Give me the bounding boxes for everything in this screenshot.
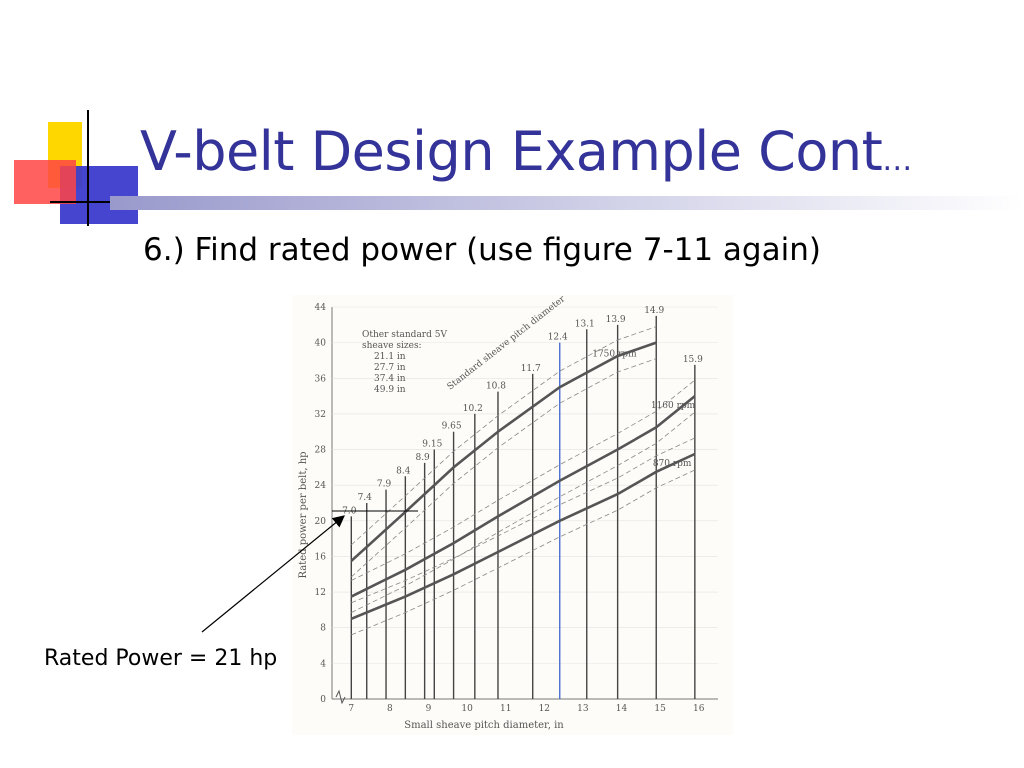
bullet-text: 6.) Find rated power (use figure 7-11 ag… [143, 232, 821, 268]
series-line [350, 341, 657, 562]
sheave-size-label: 13.9 [606, 315, 626, 325]
y-tick-label: 12 [315, 588, 326, 598]
y-tick-label: 20 [315, 517, 327, 527]
other-sizes-line: Other standard 5V [362, 330, 447, 340]
y-tick-label: 36 [315, 374, 327, 384]
y-tick-label: 28 [315, 446, 327, 456]
y-tick-label: 44 [315, 303, 327, 313]
figure-background [292, 295, 733, 735]
slide-title: V-belt Design Example Cont… [140, 120, 912, 183]
sheave-size-label: 9.15 [422, 440, 442, 450]
y-tick-label: 40 [315, 339, 327, 349]
series-line [350, 395, 696, 598]
series-name-label: 870 rpm [653, 459, 692, 469]
title-underline [110, 196, 1024, 210]
y-tick-label: 0 [320, 695, 326, 705]
sheave-size-label: 14.9 [644, 306, 664, 316]
series-lower-bound [351, 469, 696, 636]
other-sizes-line: sheave sizes: [362, 341, 422, 351]
y-tick-label: 32 [315, 410, 326, 420]
sheave-size-label: 8.9 [415, 453, 430, 463]
slide-logo-icon [14, 110, 138, 226]
x-tick-label: 10 [461, 704, 473, 714]
sheave-size-label: 7.0 [342, 506, 357, 516]
x-tick-label: 15 [654, 704, 666, 714]
y-tick-label: 24 [315, 481, 327, 491]
rated-power-annotation: Rated Power = 21 hp [44, 646, 278, 671]
slide-title-ellipsis: … [882, 143, 912, 178]
x-tick-label: 8 [387, 704, 393, 714]
series-lower-bound [351, 411, 696, 613]
y-tick-label: 4 [320, 659, 326, 669]
x-tick-label: 12 [539, 704, 550, 714]
sheave-size-label: 10.8 [486, 382, 506, 392]
sheave-size-label: 12.4 [548, 333, 568, 343]
other-sizes-line: 37.4 in [374, 374, 406, 384]
sheave-size-label: 11.7 [521, 364, 541, 374]
series-upper-bound [351, 326, 657, 546]
x-tick-label: 14 [616, 704, 628, 714]
y-axis-label: Rated power per belt, hp [298, 451, 309, 578]
sheave-size-label: 8.4 [396, 466, 411, 476]
x-tick-label: 13 [577, 704, 589, 714]
sheave-size-label: 13.1 [575, 319, 595, 329]
x-tick-label: 11 [500, 704, 511, 714]
x-tick-label: 7 [348, 704, 354, 714]
other-sizes-line: 27.7 in [374, 363, 406, 373]
sheave-size-label: 7.4 [358, 493, 373, 503]
slide-title-text: V-belt Design Example Cont [140, 120, 883, 183]
series-lower-bound [351, 358, 657, 578]
series-upper-bound [351, 379, 696, 581]
other-sizes-line: 49.9 in [374, 385, 406, 395]
sheave-size-label: 7.9 [377, 480, 392, 490]
x-tick-label: 9 [426, 704, 432, 714]
y-tick-label: 8 [320, 624, 326, 634]
sheave-size-label: 10.2 [463, 404, 483, 414]
series-line [350, 452, 696, 621]
sheave-size-label: 9.65 [442, 422, 462, 432]
sheave-size-label: 15.9 [683, 355, 703, 365]
axis-break-mark [335, 689, 346, 705]
x-tick-label: 16 [693, 704, 705, 714]
series-name-label: 1160 rpm [651, 401, 696, 411]
x-axis-label: Small sheave pitch diameter, in [404, 720, 564, 731]
other-sizes-line: 21.1 in [374, 352, 406, 362]
y-tick-label: 16 [315, 552, 327, 562]
series-name-label: 1750 rpm [592, 350, 637, 360]
series-upper-bound [351, 437, 696, 604]
